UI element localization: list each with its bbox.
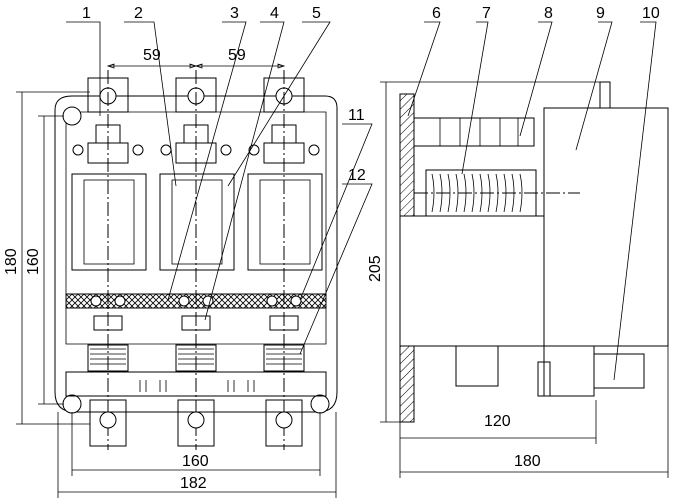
dim-overall-height: 180 [3, 248, 20, 275]
front-inner-outline [65, 111, 327, 345]
side-body [399, 215, 545, 347]
callout-12: 12 [348, 167, 366, 184]
pole-1 [71, 70, 147, 450]
coil-housing [543, 107, 669, 347]
mounting-plate [399, 93, 415, 217]
dim-overall-width: 182 [180, 475, 207, 492]
mounting-plate-lower [399, 345, 415, 423]
lower-bar [65, 371, 327, 397]
front-leaders [66, 21, 373, 355]
callout-6: 6 [432, 5, 441, 22]
callout-9: 9 [596, 5, 605, 22]
dim-side-height: 205 [367, 255, 384, 282]
spring-coil [414, 169, 580, 217]
dim-mount-width: 160 [182, 453, 209, 470]
callout-11: 11 [348, 107, 365, 124]
insulating-bar [65, 293, 327, 309]
callout-2: 2 [134, 5, 143, 22]
dim-mount-height: 160 [25, 248, 42, 275]
dim-side-depth-inner: 120 [484, 413, 511, 430]
callout-8: 8 [544, 5, 553, 22]
side-view: 205 120 180 6 7 8 9 10 [367, 5, 669, 478]
pole-2 [159, 70, 235, 450]
callout-3: 3 [230, 5, 239, 22]
pole-3 [247, 70, 323, 450]
callout-1: 1 [82, 5, 91, 22]
aux-switch [593, 353, 645, 389]
front-view: 59 59 180 160 160 182 1 2 3 4 5 11 12 [3, 5, 373, 498]
callout-4: 4 [270, 5, 279, 22]
front-dimensions [16, 63, 337, 498]
mount-hole-icon [62, 394, 82, 414]
callout-10: 10 [642, 5, 660, 22]
callout-5: 5 [312, 5, 321, 22]
mount-hole-icon [310, 394, 330, 414]
dim-pitch-right: 59 [228, 47, 246, 64]
dim-side-depth-overall: 180 [514, 453, 541, 470]
callout-7: 7 [482, 5, 491, 22]
dim-pitch-left: 59 [143, 47, 161, 64]
mount-hole-icon [62, 106, 82, 126]
